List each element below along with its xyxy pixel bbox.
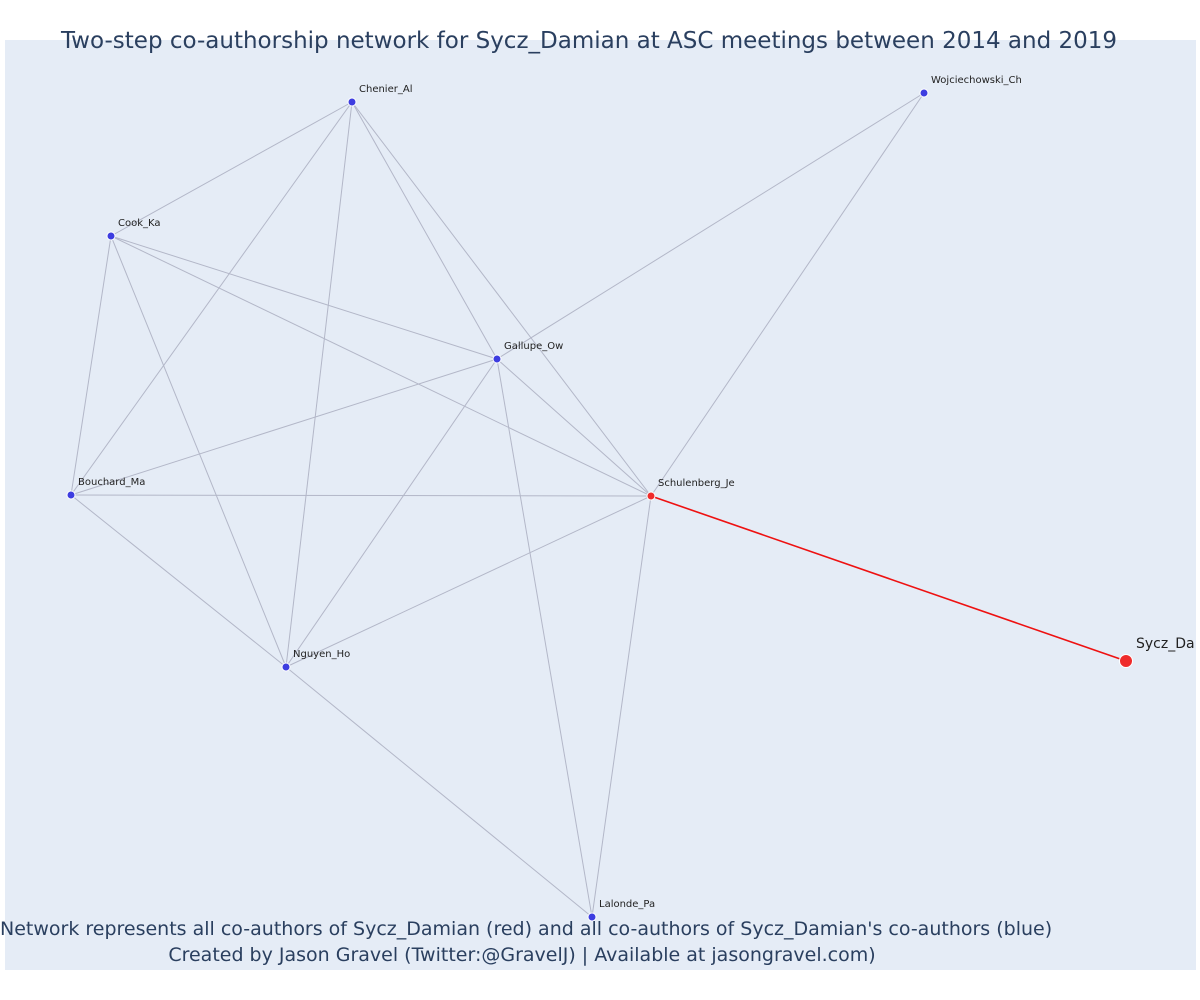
nodes-layer: Sycz_Da Schulenberg_Je Chenier_Al Wojciecho… xyxy=(66,75,1195,922)
node-marker[interactable] xyxy=(1119,654,1133,668)
edge-Cook_Ka-Bouchard_Ma xyxy=(70,235,112,496)
node-label: Gallupe_Ow xyxy=(504,341,563,352)
edge-Chenier_Al-Cook_Ka xyxy=(110,101,353,237)
node-label: Lalonde_Pa xyxy=(599,899,655,910)
node-marker[interactable] xyxy=(66,490,76,500)
caption-line-1: Network represents all co-authors of Syc… xyxy=(0,918,1053,940)
node-label: Nguyen_Ho xyxy=(293,649,350,660)
edge-Schulenberg_Je-Nguyen_Ho xyxy=(285,495,652,668)
node-Bouchard_Ma[interactable]: Bouchard_Ma xyxy=(66,477,145,500)
node-label: Cook_Ka xyxy=(118,218,161,229)
node-label: Bouchard_Ma xyxy=(78,477,145,488)
edge-Chenier_Al-Gallupe_Ow xyxy=(351,101,498,360)
chart-title: Two-step co-authorship network for Sycz_… xyxy=(60,28,1118,54)
node-marker[interactable] xyxy=(492,354,502,364)
edges-layer xyxy=(70,92,1127,918)
edge-Bouchard_Ma-Schulenberg_Je xyxy=(70,494,652,497)
edge-Bouchard_Ma-Nguyen_Ho xyxy=(70,494,287,668)
plot-background xyxy=(5,40,1196,970)
node-marker[interactable] xyxy=(646,491,656,501)
edge-Wojciechowski_Ch-Schulenberg_Je xyxy=(650,92,925,497)
edge-Chenier_Al-Schulenberg_Je xyxy=(351,101,652,497)
edge-Gallupe_Ow-Bouchard_Ma xyxy=(70,358,498,496)
node-Cook_Ka[interactable]: Cook_Ka xyxy=(106,218,161,241)
edge-Wojciechowski_Ch-Gallupe_Ow xyxy=(496,92,925,360)
edge-Gallupe_Ow-Schulenberg_Je xyxy=(496,358,652,497)
node-Schulenberg_Je[interactable]: Schulenberg_Je xyxy=(646,478,735,501)
edge-Cook_Ka-Nguyen_Ho xyxy=(110,235,287,668)
edge-Schulenberg_Je-Sycz_Da xyxy=(650,495,1127,662)
node-Lalonde_Pa[interactable]: Lalonde_Pa xyxy=(587,899,655,922)
node-Wojciechowski_Ch[interactable]: Wojciechowski_Ch xyxy=(919,75,1022,98)
node-label: Wojciechowski_Ch xyxy=(931,75,1022,86)
node-Sycz_Da[interactable]: Sycz_Da xyxy=(1119,636,1195,668)
node-Nguyen_Ho[interactable]: Nguyen_Ho xyxy=(281,649,350,672)
edge-Chenier_Al-Bouchard_Ma xyxy=(70,101,353,496)
edge-Schulenberg_Je-Lalonde_Pa xyxy=(591,495,652,918)
node-label: Sycz_Da xyxy=(1136,636,1195,652)
edge-Gallupe_Ow-Nguyen_Ho xyxy=(285,358,498,668)
node-marker[interactable] xyxy=(587,912,597,922)
edge-Cook_Ka-Gallupe_Ow xyxy=(110,235,498,360)
node-marker[interactable] xyxy=(281,662,291,672)
node-marker[interactable] xyxy=(919,88,929,98)
node-label: Schulenberg_Je xyxy=(658,478,735,489)
edge-Nguyen_Ho-Lalonde_Pa xyxy=(285,666,593,918)
node-marker[interactable] xyxy=(106,231,116,241)
node-Gallupe_Ow[interactable]: Gallupe_Ow xyxy=(492,341,563,364)
node-Chenier_Al[interactable]: Chenier_Al xyxy=(347,84,412,107)
caption-line-2: Created by Jason Gravel (Twitter:@Gravel… xyxy=(168,944,876,966)
node-marker[interactable] xyxy=(347,97,357,107)
node-label: Chenier_Al xyxy=(359,84,412,95)
edge-Chenier_Al-Nguyen_Ho xyxy=(285,101,353,668)
edge-Gallupe_Ow-Lalonde_Pa xyxy=(496,358,593,918)
edge-Cook_Ka-Schulenberg_Je xyxy=(110,235,652,497)
